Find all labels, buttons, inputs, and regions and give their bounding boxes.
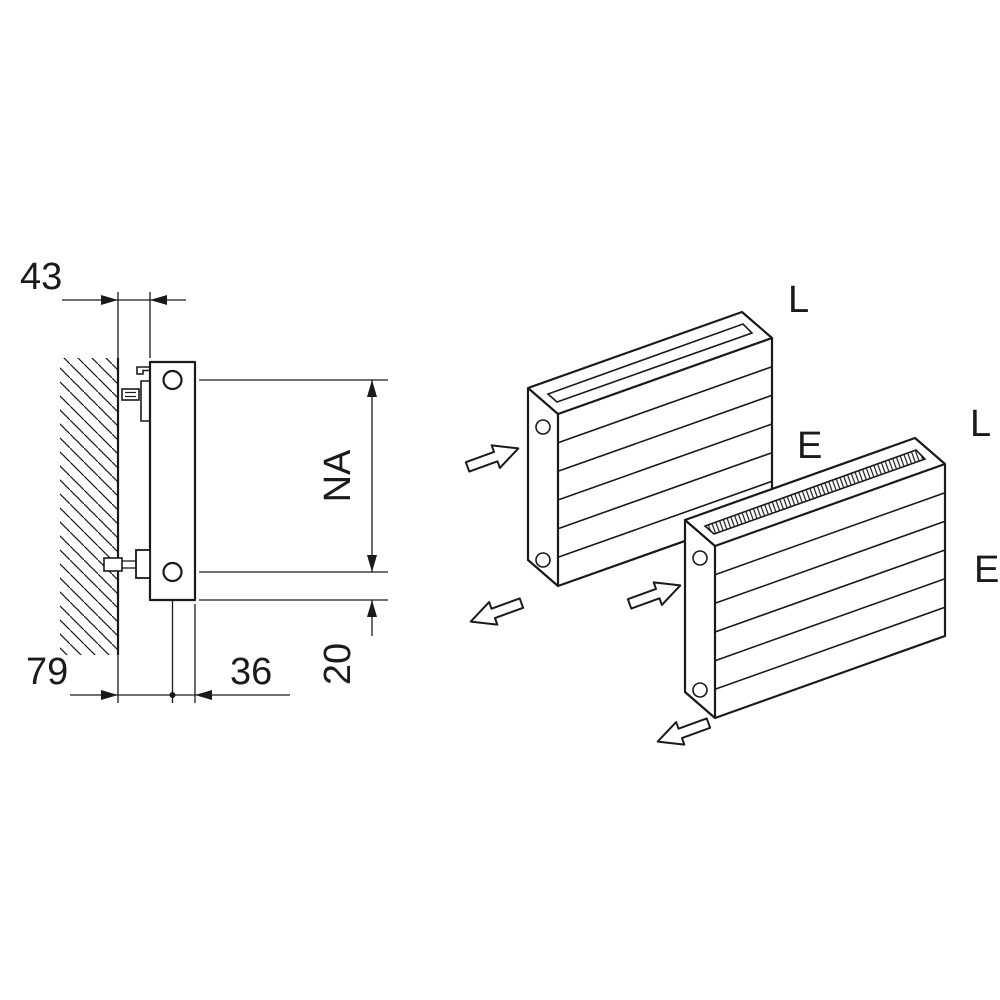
mounting-bracket-top — [121, 366, 150, 422]
label-l-plain: L — [788, 279, 809, 321]
section-view: 43 NA 20 79 36 — [20, 256, 388, 703]
dim-label-79: 79 — [26, 651, 68, 693]
dim-arrow-icon — [101, 295, 118, 305]
mounting-bracket-bottom — [103, 549, 151, 579]
label-e-plain: E — [797, 425, 822, 467]
dim-arrow-icon — [150, 295, 167, 305]
label-l-grille: L — [970, 403, 991, 445]
dim-label-36: 36 — [230, 651, 272, 693]
dimension-20: 20 — [199, 599, 388, 685]
dim-arrow-icon — [195, 690, 212, 700]
dim-arrow-icon — [101, 690, 118, 700]
flow-out-arrow-icon — [656, 717, 712, 746]
dim-arrow-icon — [367, 380, 377, 397]
dim-point-dot — [169, 692, 176, 698]
dim-label-20: 20 — [317, 643, 359, 685]
top-grille-slot — [703, 449, 927, 535]
dimension-79-36: 79 36 — [26, 600, 290, 703]
pipe-boss-top — [692, 550, 708, 566]
pipe-connection-bottom — [162, 561, 183, 583]
flow-out-arrow-icon — [469, 597, 525, 626]
dim-label-43: 43 — [20, 256, 62, 298]
pipe-boss-bottom — [692, 682, 708, 698]
pipe-connection-top — [162, 369, 183, 391]
pipe-boss-top — [535, 419, 551, 435]
radiator-section-profile — [148, 360, 197, 602]
front-panel-slats — [714, 491, 946, 691]
label-e-grille: E — [974, 549, 999, 591]
front-panel-slats — [557, 365, 773, 559]
flow-in-arrow-icon — [464, 444, 520, 473]
pipe-boss-bottom — [535, 552, 551, 568]
dim-label-na: NA — [317, 449, 359, 502]
dimension-na: NA — [199, 379, 388, 573]
top-air-slot — [546, 323, 754, 403]
dimension-43: 43 — [20, 256, 186, 358]
wall-hatching — [60, 358, 118, 655]
radiator-iso-grille: L E — [626, 403, 999, 746]
dim-arrow-icon — [367, 600, 377, 617]
dim-arrow-icon — [367, 555, 377, 572]
wall-screw — [103, 557, 123, 572]
flow-in-arrow-icon — [626, 581, 682, 610]
